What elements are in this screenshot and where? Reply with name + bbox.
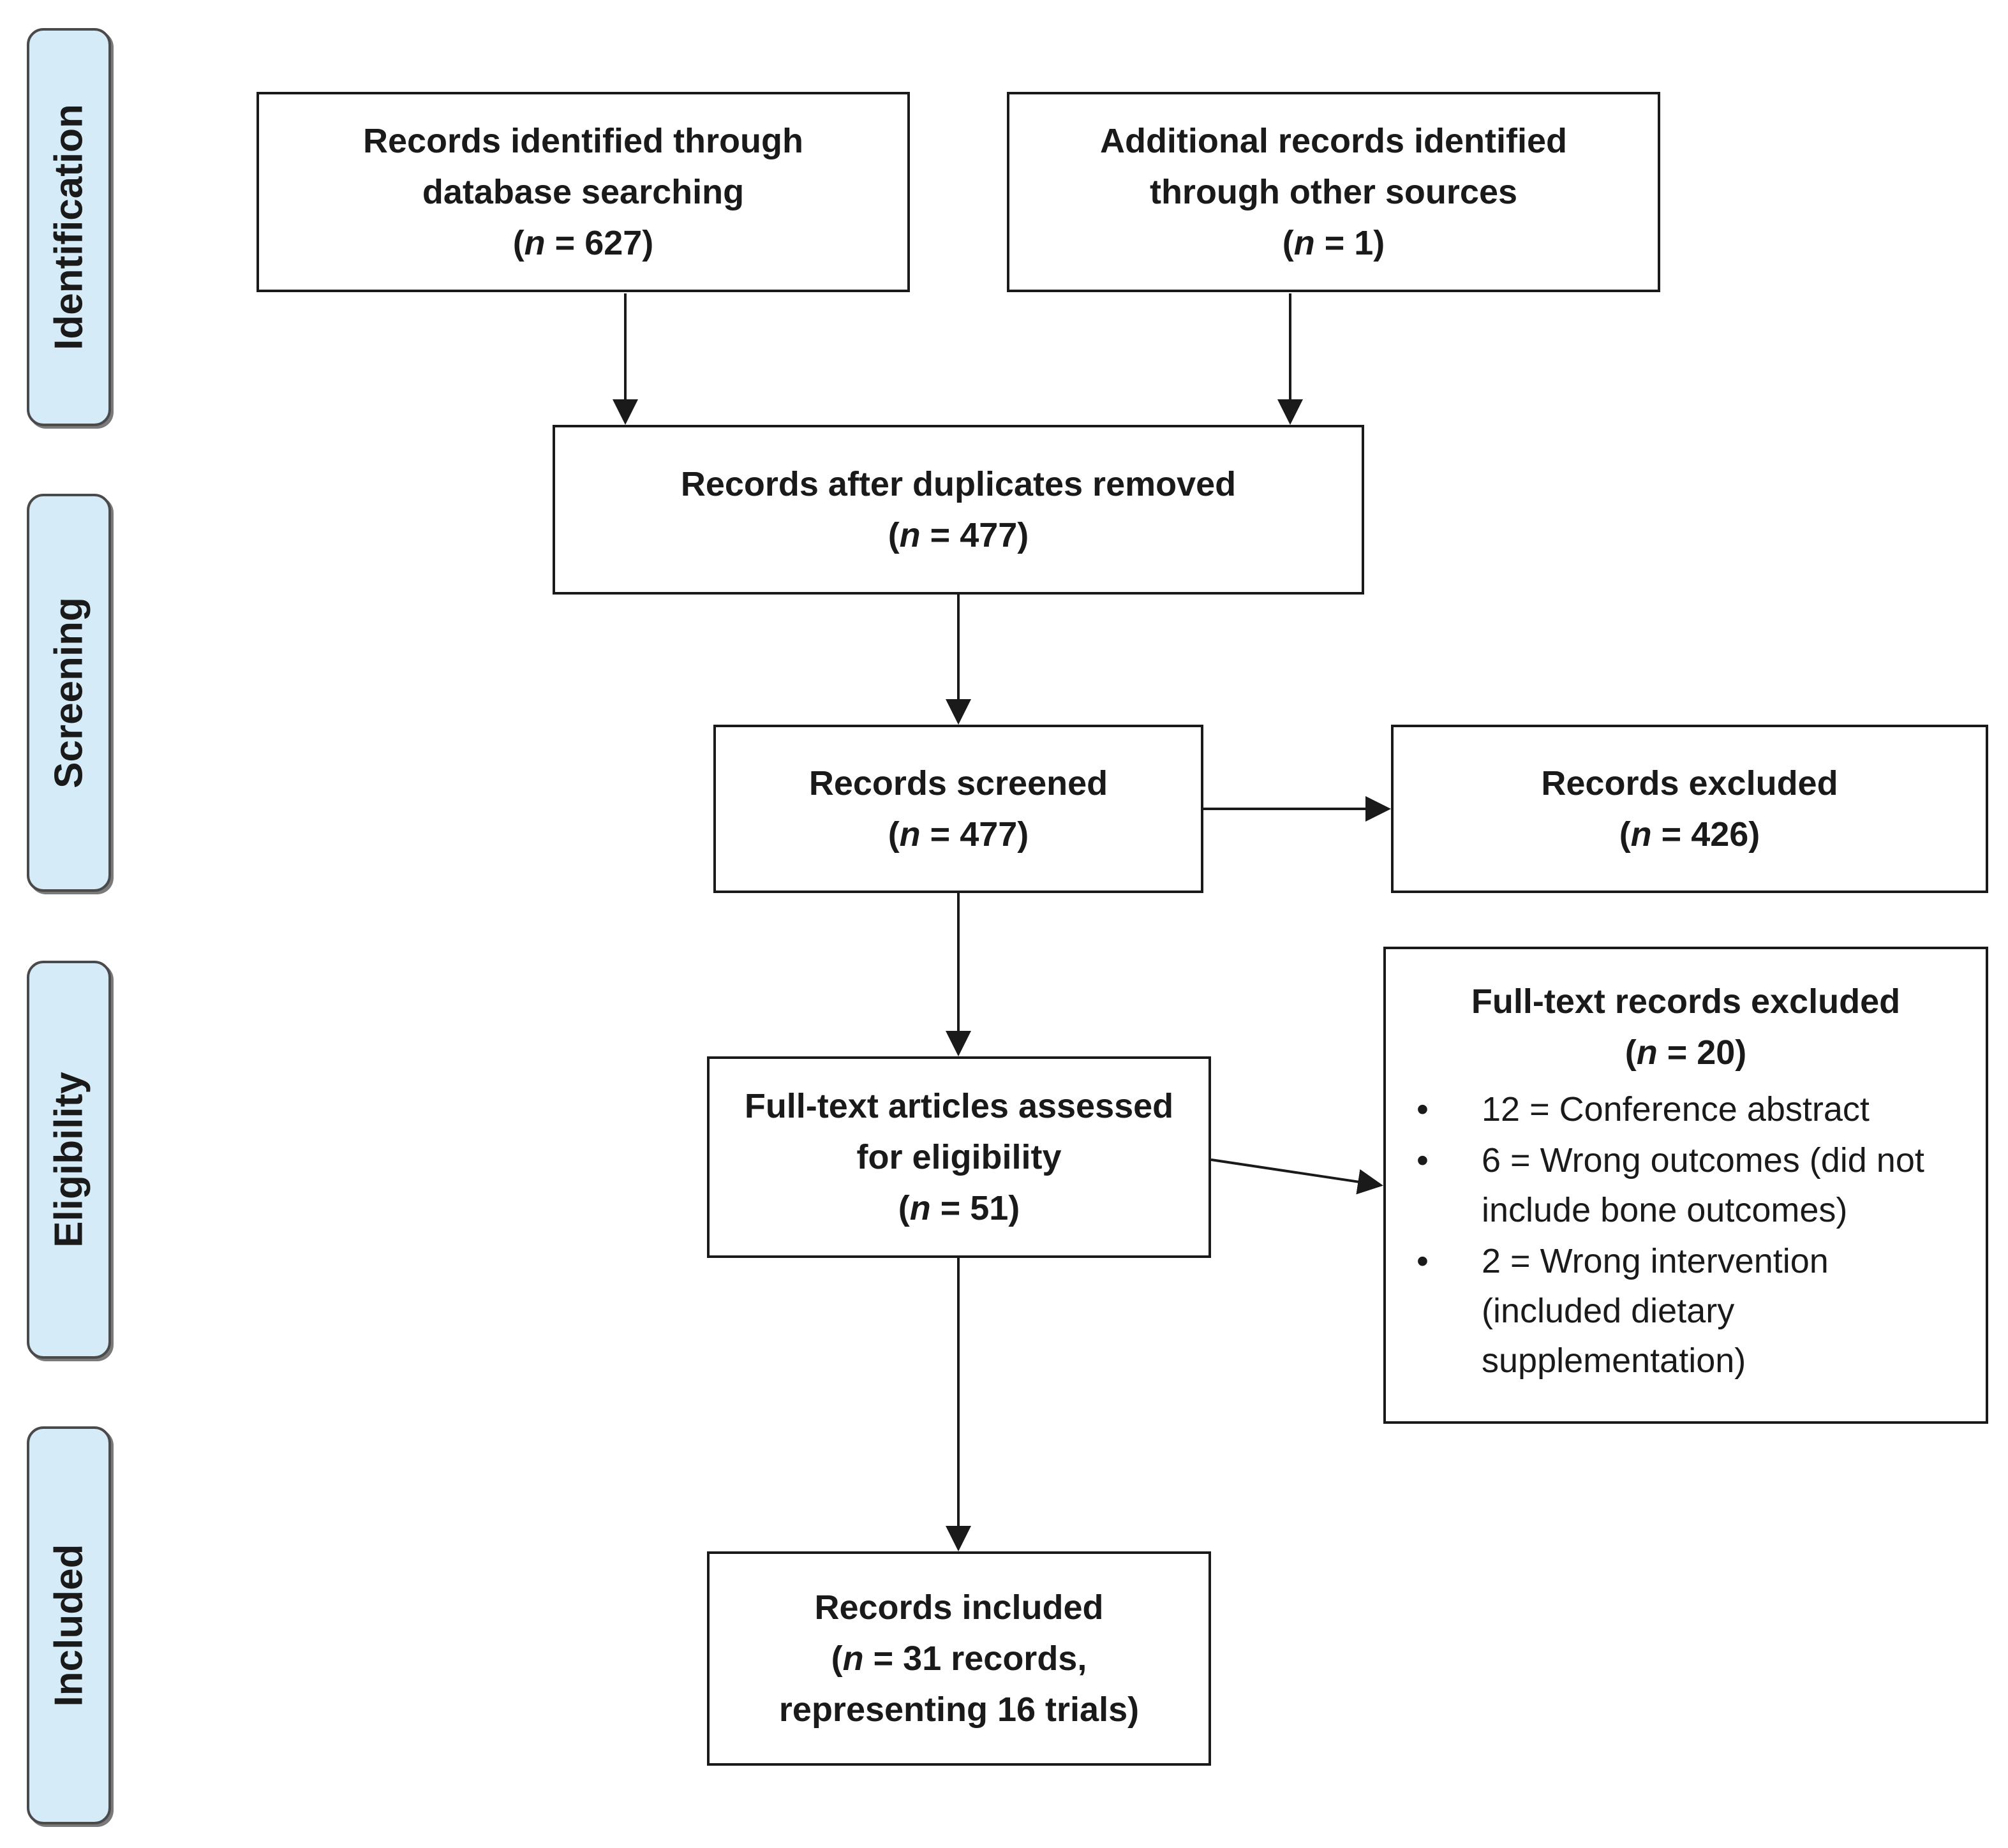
box-included-line3: representing 16 trials)	[778, 1690, 1140, 1729]
box-screened-count: (n = 477)	[888, 815, 1029, 854]
box-duplicates-removed: Records after duplicates removed (n = 47…	[553, 425, 1364, 595]
box-fulltext-count: (n = 51)	[898, 1189, 1020, 1227]
box-excluded-count: (n = 426)	[1619, 815, 1760, 854]
box-fulltext-excluded-line1: Full-text records excluded	[1471, 982, 1901, 1021]
exclusion-reason: 2 = Wrong intervention (included dietary…	[1386, 1236, 1986, 1386]
box-included-line1: Records included	[814, 1588, 1104, 1627]
box-database-count: (n = 627)	[512, 224, 654, 262]
exclusion-reason: 12 = Conference abstract	[1386, 1084, 1986, 1134]
box-screened-line1: Records screened	[808, 764, 1108, 802]
box-excluded-line1: Records excluded	[1541, 764, 1838, 802]
box-database-searching: Records identified through database sear…	[257, 92, 910, 292]
box-included-count: (n = 31 records,	[831, 1639, 1087, 1678]
arrow-fulltext-to-fulltext-excluded	[1210, 1158, 1383, 1195]
box-other-line2: through other sources	[1149, 173, 1518, 211]
box-fulltext-line2: for eligibility	[856, 1138, 1062, 1176]
exclusion-reasons-list: 12 = Conference abstract 6 = Wrong outco…	[1386, 1084, 1986, 1387]
exclusion-reason: 6 = Wrong outcomes (did not include bone…	[1386, 1135, 1986, 1235]
box-other-line1: Additional records identified	[1099, 122, 1568, 160]
phase-identification: Identification	[27, 28, 111, 426]
phase-eligibility: Eligibility	[27, 961, 111, 1359]
box-records-excluded: Records excluded (n = 426)	[1391, 725, 1988, 893]
box-duplicates-line1: Records after duplicates removed	[680, 465, 1237, 503]
box-records-screened: Records screened (n = 477)	[713, 725, 1203, 893]
phase-included: Included	[27, 1426, 111, 1824]
box-database-line2: database searching	[422, 173, 745, 211]
box-fulltext-excluded: Full-text records excluded (n = 20) 12 =…	[1383, 947, 1988, 1424]
box-fulltext-line1: Full-text articles assessed	[744, 1087, 1174, 1125]
phase-screening: Screening	[27, 494, 111, 892]
box-fulltext-assessed: Full-text articles assessed for eligibil…	[707, 1056, 1211, 1258]
box-duplicates-count: (n = 477)	[888, 516, 1029, 554]
box-fulltext-excluded-count: (n = 20)	[1625, 1033, 1747, 1072]
box-other-sources: Additional records identified through ot…	[1007, 92, 1660, 292]
box-database-line1: Records identified through	[362, 122, 803, 160]
box-records-included: Records included (n = 31 records, repres…	[707, 1551, 1211, 1766]
box-other-count: (n = 1)	[1282, 224, 1385, 262]
